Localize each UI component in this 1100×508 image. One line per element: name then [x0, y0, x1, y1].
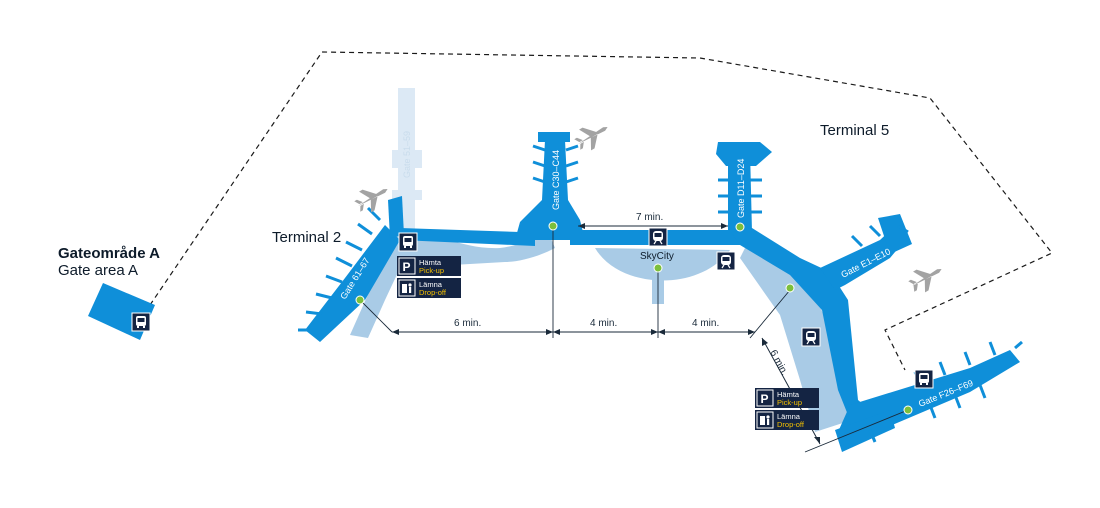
- pier-61-67-head: [388, 196, 404, 238]
- gate-stubs: [298, 144, 1023, 443]
- parking-icon: [398, 257, 416, 275]
- gate-51-59-label: Gate 51–59: [402, 131, 412, 178]
- airplane-icons: [354, 127, 942, 293]
- pier-gate-d11-d24: [728, 150, 752, 232]
- pier-d-top: [716, 142, 772, 166]
- airside-boundary: [149, 51, 1053, 371]
- gate-dot-c: [548, 221, 558, 231]
- airplane-icon: [908, 269, 942, 293]
- parking-panel-t5: P Hämta Pick-up Lämna Drop-off: [755, 388, 819, 430]
- skycity-landside: [595, 248, 730, 281]
- gate-dot-t2: [355, 295, 365, 305]
- pickup-en-label: Pick-up: [777, 398, 802, 407]
- pier-c-top: [538, 132, 570, 142]
- airplane-icon: [354, 189, 388, 213]
- terminal-5-landside: [740, 248, 852, 432]
- gate-area-a-subtitle: Gate area A: [58, 262, 138, 279]
- parking-glyph: P: [403, 260, 411, 274]
- arrow-heads: [392, 223, 820, 444]
- train-icon: [716, 251, 736, 271]
- pier-gate-e1-e10: [820, 226, 905, 290]
- pier-gate-c30-c44: [515, 140, 585, 240]
- time-t5-f: 6 min.: [767, 348, 789, 377]
- gate-dot-d: [735, 222, 745, 232]
- terminal-2-label: Terminal 2: [272, 229, 341, 246]
- parking-icon: [756, 389, 774, 407]
- gate-dots: [355, 221, 913, 415]
- dropoff-icon: [756, 411, 774, 429]
- pickup-sv-label: Hämta: [419, 258, 442, 267]
- parking-panel-t2: P Hämta Pick-up Lämna Drop-off: [397, 256, 461, 298]
- dropoff-en-label: Drop-off: [419, 288, 447, 297]
- airplane-icon: [574, 127, 608, 151]
- pickup-sv-label: Hämta: [777, 390, 800, 399]
- gate-dot-t5: [785, 283, 795, 293]
- walk-time-guides: [359, 226, 909, 453]
- terminal-5-body: [728, 228, 870, 420]
- transport-icons: [131, 227, 934, 389]
- pier-f-left: [835, 410, 895, 452]
- bus-icon: [131, 312, 151, 332]
- time-c-skycity: 4 min.: [590, 318, 617, 329]
- dropoff-en-label: Drop-off: [777, 420, 805, 429]
- time-t2-c: 6 min.: [454, 318, 481, 329]
- gate-d11-d24-label: Gate D11–D24: [736, 159, 746, 218]
- parking-glyph: P: [761, 392, 769, 406]
- pier-gate-61-67: [305, 225, 400, 342]
- terminal-5-label: Terminal 5: [820, 122, 889, 139]
- gate-dot-f: [903, 405, 913, 415]
- dropoff-icon: [398, 279, 416, 297]
- pier-e-head: [878, 214, 912, 254]
- train-icon: [648, 227, 668, 247]
- bus-icon: [398, 232, 418, 252]
- skycity-label: SkyCity: [640, 251, 674, 262]
- gate-area-a-title: Gateområde A: [58, 245, 160, 262]
- train-icon: [801, 327, 821, 347]
- pickup-en-label: Pick-up: [419, 266, 444, 275]
- gate-dot-skycity: [653, 263, 663, 273]
- terminal-buildings: [305, 132, 1020, 452]
- time-skycity-t5: 4 min.: [692, 318, 719, 329]
- pier-gate-51-59: Gate 51–59: [392, 88, 422, 238]
- dropoff-sv-label: Lämna: [777, 412, 801, 421]
- connector-t2-c: [400, 228, 535, 246]
- dropoff-sv-label: Lämna: [419, 280, 443, 289]
- gate-c30-c44-label: Gate C30–C44: [551, 150, 561, 210]
- time-c-d: 7 min.: [636, 212, 663, 223]
- bus-icon: [914, 369, 934, 389]
